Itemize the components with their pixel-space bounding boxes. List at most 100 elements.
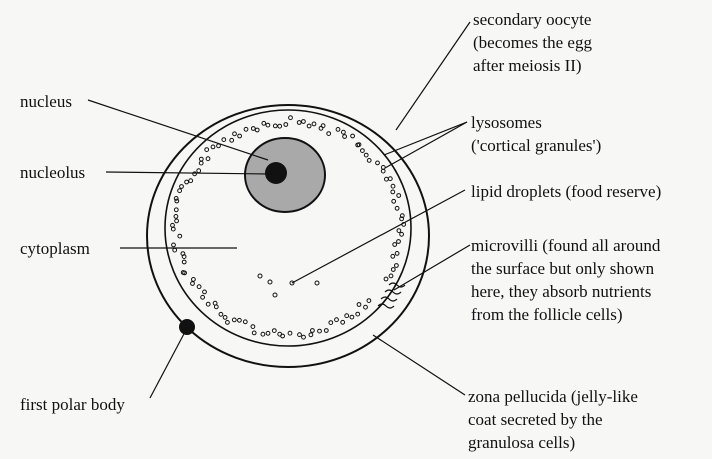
granule (251, 127, 255, 131)
granule (302, 120, 306, 124)
granule (367, 159, 371, 163)
granule (357, 303, 361, 307)
granule (356, 312, 360, 316)
granule (233, 132, 237, 136)
granule (342, 130, 346, 134)
granule (205, 148, 209, 152)
microvilli-label: microvilli (found all around the surface… (471, 234, 660, 326)
microvilli-line-1: microvilli (found all around (471, 234, 660, 257)
granule (350, 315, 354, 319)
granule (243, 320, 247, 324)
granule (395, 206, 399, 210)
granule (244, 127, 248, 131)
granule (395, 252, 399, 256)
lipid-droplets-label: lipid droplets (food reserve) (471, 180, 661, 203)
granule (185, 180, 189, 184)
granule (206, 157, 210, 161)
granule (364, 153, 368, 157)
lysosomes-line-2: ('cortical granules') (471, 134, 601, 157)
granule (172, 243, 176, 247)
granule (311, 329, 315, 333)
first-polar-body-shape (179, 319, 195, 335)
granule (336, 127, 340, 131)
granule (391, 184, 395, 188)
granule (393, 243, 397, 247)
granule (272, 329, 276, 333)
granule (388, 177, 392, 181)
granule (173, 248, 177, 252)
granule (345, 314, 349, 318)
secondary-oocyte-line-3: after meiosis II) (473, 54, 592, 77)
granule (318, 329, 322, 333)
granule (389, 274, 393, 278)
granule (364, 305, 368, 309)
granule (199, 161, 203, 165)
lipid-droplets-group (258, 274, 319, 297)
granule (178, 189, 182, 193)
granule (174, 215, 178, 219)
granule (171, 223, 175, 227)
granule (266, 123, 270, 127)
granule (385, 177, 389, 181)
granule (312, 122, 316, 126)
granule (238, 318, 242, 322)
nucleus-label: nucleus (20, 90, 72, 113)
granule (211, 145, 215, 149)
granule (391, 254, 395, 258)
secondary-oocyte-label: secondary oocyte (becomes the egg after … (473, 8, 592, 77)
granule (230, 138, 234, 142)
granule (397, 240, 401, 244)
granule (391, 190, 395, 194)
granule (203, 290, 207, 294)
zona-pellucida-line-1: zona pellucida (jelly-like (468, 385, 638, 408)
granule (213, 301, 217, 305)
granule (197, 285, 201, 289)
granule (251, 325, 255, 329)
granule (191, 282, 195, 286)
granule (392, 199, 396, 203)
granule (341, 320, 345, 324)
granule (298, 333, 302, 337)
granule (174, 208, 178, 212)
nucleolus-label: nucleolus (20, 161, 85, 184)
granule (278, 124, 282, 128)
granule (232, 318, 236, 322)
granule (189, 179, 193, 183)
granule (222, 138, 226, 142)
microvilli-line-3: here, they absorb nutrients (471, 280, 660, 303)
granule (252, 331, 256, 335)
granule (261, 332, 265, 336)
zona-pellucida-line-2: coat secreted by the (468, 408, 638, 431)
granule (400, 232, 404, 236)
granule (223, 316, 227, 320)
granule (192, 278, 196, 282)
zona-pellucida-line-3: granulosa cells) (468, 431, 638, 454)
granule (197, 169, 201, 173)
granule (397, 229, 401, 233)
granule (343, 135, 347, 139)
first-polar-body-label: first polar body (20, 393, 125, 416)
granule (335, 318, 339, 322)
granule (297, 121, 301, 125)
granule (395, 264, 399, 268)
granule (201, 295, 205, 299)
granule (273, 124, 277, 128)
granule (376, 161, 380, 165)
granule (219, 312, 223, 316)
lysosomes-label: lysosomes ('cortical granules') (471, 111, 601, 157)
secondary-oocyte-line-2: (becomes the egg (473, 31, 592, 54)
granule (324, 329, 328, 333)
granule (302, 335, 306, 339)
granule (180, 185, 184, 189)
granule (255, 128, 259, 132)
granule (321, 124, 325, 128)
granule (384, 277, 388, 281)
microvilli-line-4: from the follicle cells) (471, 303, 660, 326)
microvilli-shape (378, 283, 405, 308)
granule (391, 268, 395, 272)
granule (262, 121, 266, 125)
granule (238, 134, 242, 138)
granule (284, 123, 288, 127)
granule (288, 331, 292, 335)
granule (171, 227, 175, 231)
